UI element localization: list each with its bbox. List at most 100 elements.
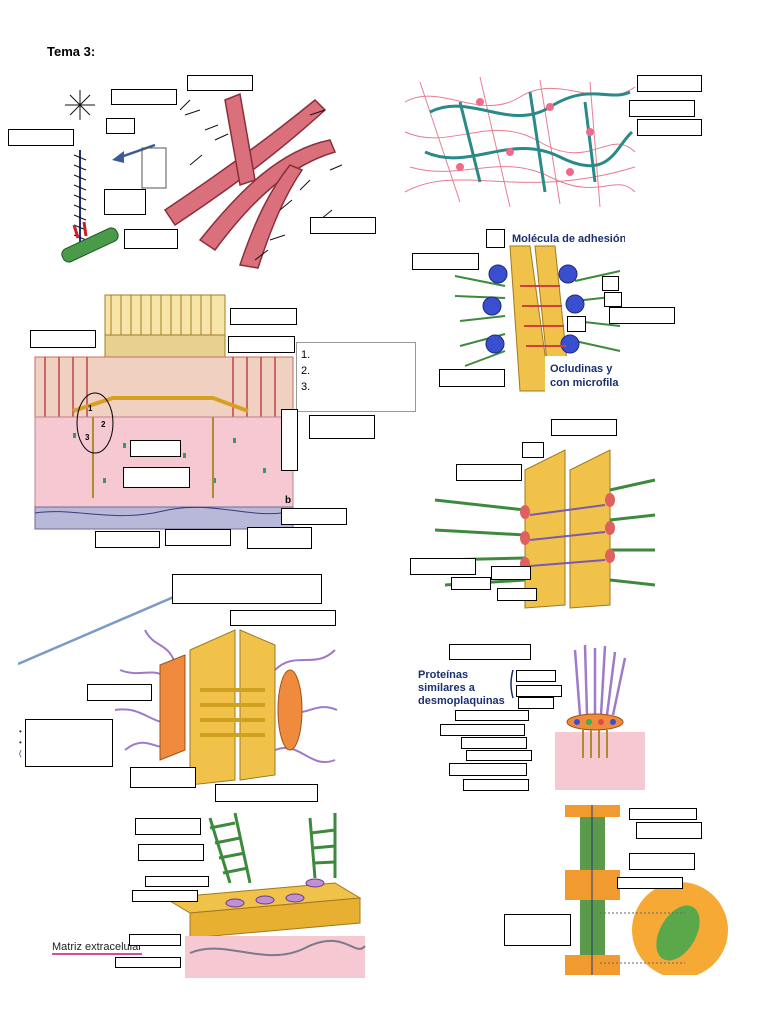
answer-box[interactable] xyxy=(504,914,571,946)
answer-box[interactable] xyxy=(451,577,491,590)
answer-box[interactable] xyxy=(172,574,322,604)
fig2-legend-line2: con microfila xyxy=(550,377,619,389)
answer-box[interactable] xyxy=(497,588,537,601)
red-anchor xyxy=(72,221,88,239)
answer-box[interactable] xyxy=(449,763,527,776)
answer-box[interactable] xyxy=(104,189,146,215)
answer-box[interactable] xyxy=(187,75,253,91)
pink-tissue xyxy=(34,416,294,508)
answer-box[interactable] xyxy=(617,877,683,889)
answer-box[interactable] xyxy=(230,308,297,325)
answer-box[interactable] xyxy=(8,129,74,146)
pointer-line xyxy=(18,596,177,666)
matrix-fibers xyxy=(189,940,366,957)
answer-box[interactable] xyxy=(106,118,135,134)
answer-box[interactable] xyxy=(138,844,204,861)
green-fibers xyxy=(434,478,656,587)
fig2-title: Molécula de adhesión c xyxy=(512,233,625,245)
answer-box[interactable] xyxy=(455,710,529,721)
answer-box[interactable] xyxy=(123,467,190,488)
extracellular-matrix xyxy=(185,936,365,978)
answer-box[interactable] xyxy=(637,119,702,136)
answer-box[interactable] xyxy=(439,369,505,387)
answer-box[interactable] xyxy=(518,697,554,709)
answer-box[interactable] xyxy=(602,276,619,291)
figure-desmosome xyxy=(115,629,338,786)
matrix-caption: Matriz extracelular xyxy=(52,941,142,955)
answer-box[interactable] xyxy=(410,558,476,575)
answer-box[interactable] xyxy=(247,527,312,549)
answer-box[interactable] xyxy=(551,419,617,436)
marker-2: 2 xyxy=(101,420,106,429)
answer-box[interactable] xyxy=(629,100,695,117)
answer-box[interactable] xyxy=(412,253,479,270)
answer-box[interactable] xyxy=(115,957,181,968)
answer-box[interactable] xyxy=(145,876,209,887)
answer-box[interactable] xyxy=(281,409,298,471)
plaque-dots xyxy=(574,719,616,725)
claudin-strands xyxy=(529,504,606,567)
answer-box[interactable] xyxy=(609,307,675,324)
teal-network xyxy=(424,90,634,193)
bullet-dots: ••( xyxy=(19,727,22,758)
actin-tubes xyxy=(163,92,337,269)
answer-box[interactable] xyxy=(130,440,181,457)
answer-box[interactable] xyxy=(516,685,562,697)
figure-filament-network xyxy=(404,76,636,208)
answer-box[interactable] xyxy=(463,779,529,791)
answer-box[interactable] xyxy=(461,737,527,749)
answer-box[interactable] xyxy=(87,684,152,701)
answer-box[interactable] xyxy=(491,566,531,580)
slab-right xyxy=(569,449,611,609)
answer-box[interactable] xyxy=(228,336,295,353)
answer-box[interactable] xyxy=(516,670,556,682)
answer-box[interactable] xyxy=(129,934,181,946)
answer-box[interactable] xyxy=(629,808,697,820)
answer-box[interactable] xyxy=(230,610,336,626)
answer-box[interactable] xyxy=(30,330,96,348)
anchoring-pegs xyxy=(582,730,608,758)
fig6-title-line3: desmoplaquinas xyxy=(418,695,505,707)
pink-network xyxy=(404,76,636,208)
answer-box[interactable] xyxy=(522,442,544,458)
answer-box[interactable] xyxy=(440,724,525,736)
answer-box[interactable] xyxy=(629,853,695,870)
figure-cell-junction-profile xyxy=(565,805,728,975)
figure-cytoskeleton xyxy=(61,90,343,269)
spiky-filaments xyxy=(65,90,343,261)
answer-box[interactable] xyxy=(456,464,522,481)
fig6-title-line1: Proteínas xyxy=(418,669,468,681)
fig2-legend-bg xyxy=(545,356,625,392)
answer-box[interactable] xyxy=(165,529,231,546)
answer-box[interactable] xyxy=(310,217,376,234)
answer-box[interactable] xyxy=(281,508,347,525)
answer-box[interactable] xyxy=(486,229,505,248)
answer-box[interactable] xyxy=(466,750,532,761)
answer-box[interactable] xyxy=(637,75,702,92)
answer-box[interactable] xyxy=(567,316,586,332)
figure-hemidesmosome: Proteínas similares a desmoplaquinas xyxy=(418,644,645,790)
basal-fibers xyxy=(34,506,294,517)
answer-box[interactable] xyxy=(215,784,318,802)
list-item-3: 3. xyxy=(301,381,311,393)
figure-epithelium: 1 2 3 b xyxy=(34,294,294,530)
basement-membrane-top xyxy=(72,396,249,413)
answer-box[interactable] xyxy=(449,644,531,660)
plaque-right xyxy=(277,669,303,751)
red-links xyxy=(520,285,566,347)
arrow-head-icon xyxy=(112,151,124,163)
answer-box[interactable] xyxy=(636,822,702,839)
answer-box[interactable] xyxy=(132,890,198,902)
page-title: Tema 3: xyxy=(47,44,96,59)
cadherin-strands xyxy=(200,688,265,737)
answer-box[interactable] xyxy=(309,415,375,439)
answer-box[interactable] xyxy=(130,767,196,788)
marker-1: 1 xyxy=(88,404,93,413)
answer-box[interactable] xyxy=(111,89,177,105)
answer-box[interactable] xyxy=(25,719,113,767)
microvilli-zoom xyxy=(104,294,226,360)
answer-box[interactable] xyxy=(124,229,178,249)
answer-box[interactable] xyxy=(95,531,160,548)
answer-box[interactable] xyxy=(604,292,622,307)
answer-box[interactable] xyxy=(135,818,201,835)
